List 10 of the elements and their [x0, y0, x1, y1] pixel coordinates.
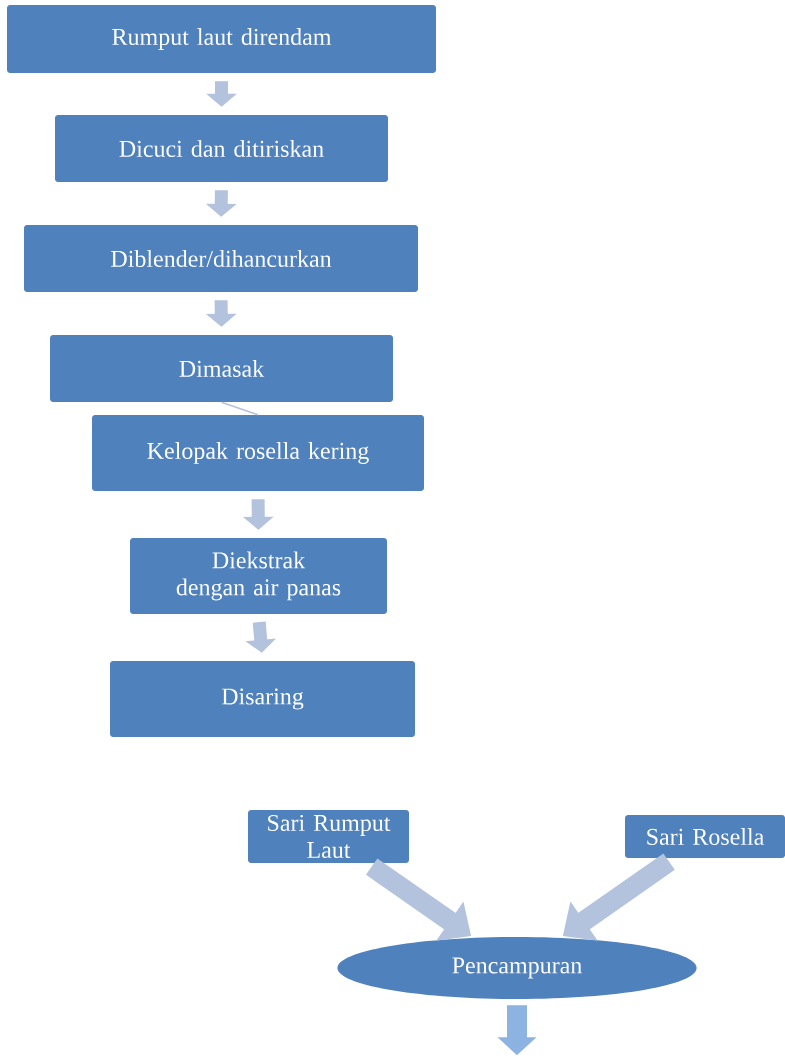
process-box: Dicuci dan ditiriskan	[55, 115, 388, 182]
process-box: Disaring	[110, 661, 415, 737]
process-box: Rumput laut direndam	[7, 5, 436, 73]
process-box: Diekstrak dengan air panas	[130, 538, 387, 614]
process-box: Diblender/dihancurkan	[24, 225, 418, 292]
process-box: Dimasak	[50, 335, 393, 402]
process-box: Sari Rumput Laut	[248, 810, 409, 863]
process-box: Kelopak rosella kering	[92, 415, 424, 491]
connector-line	[220, 401, 259, 416]
process-box: Sari Rosella	[625, 815, 785, 858]
